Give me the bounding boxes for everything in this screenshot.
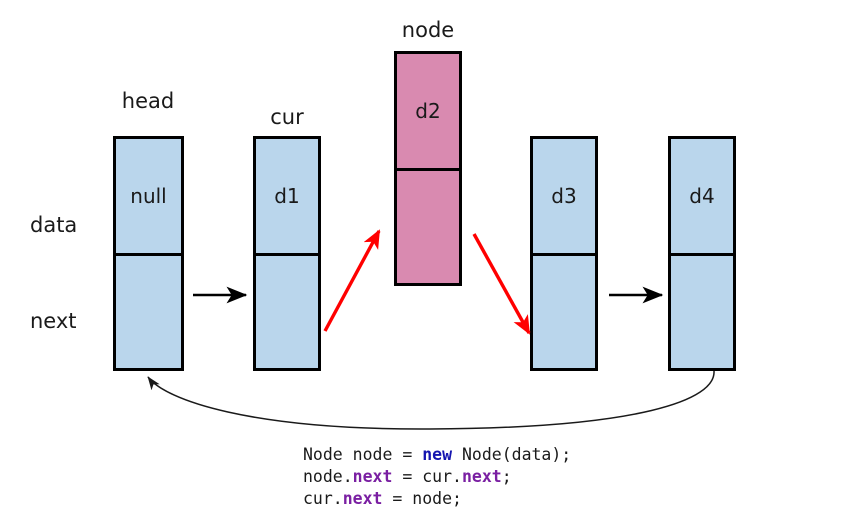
row-label-data: data xyxy=(30,213,78,237)
code-token-field-next: next xyxy=(461,467,502,486)
code-token-plain: = cur. xyxy=(392,467,462,486)
node-box-node[interactable]: d2 xyxy=(394,51,462,286)
code-block: Node node = new Node(data); node.next = … xyxy=(303,444,571,510)
code-token-plain: = node; xyxy=(382,489,462,508)
code-token-plain: Node(data); xyxy=(452,445,572,464)
code-token-field-next: next xyxy=(352,467,393,486)
row-label-next: next xyxy=(30,309,77,333)
node-node-next-cell xyxy=(397,171,459,283)
pointer-label-head: head xyxy=(121,89,175,113)
node-d4-next-cell xyxy=(671,256,733,368)
code-token-field-next: next xyxy=(342,489,383,508)
code-token-plain: node. xyxy=(303,467,353,486)
code-token-plain: cur. xyxy=(303,489,343,508)
node-node-data-cell: d2 xyxy=(397,54,459,171)
code-token-keyword-new: new xyxy=(422,445,453,464)
node-box-d4[interactable]: d4 xyxy=(668,136,736,371)
arrow-node-next-to-d3 xyxy=(472,233,531,335)
node-cur-data-cell: d1 xyxy=(256,139,318,256)
node-box-d3[interactable]: d3 xyxy=(530,136,598,371)
node-box-head[interactable]: null xyxy=(113,136,184,371)
code-token-plain: ; xyxy=(501,467,512,486)
node-head-next-cell xyxy=(116,256,181,368)
arrow-d4-back-to-head xyxy=(147,370,715,430)
pointer-label-node: node xyxy=(401,18,455,42)
arrow-cur-next-to-node xyxy=(323,229,381,332)
pointer-label-cur: cur xyxy=(270,105,304,129)
code-line-1: Node node = new Node(data); xyxy=(303,445,571,464)
node-d4-data-cell: d4 xyxy=(671,139,733,256)
node-d3-next-cell xyxy=(533,256,595,368)
code-token-plain: Node node = xyxy=(303,445,423,464)
node-box-cur[interactable]: d1 xyxy=(253,136,321,371)
node-cur-next-cell xyxy=(256,256,318,368)
code-line-3: cur.next = node; xyxy=(303,489,462,508)
node-d3-data-cell: d3 xyxy=(533,139,595,256)
node-head-data-cell: null xyxy=(116,139,181,256)
code-line-2: node.next = cur.next; xyxy=(303,467,512,486)
